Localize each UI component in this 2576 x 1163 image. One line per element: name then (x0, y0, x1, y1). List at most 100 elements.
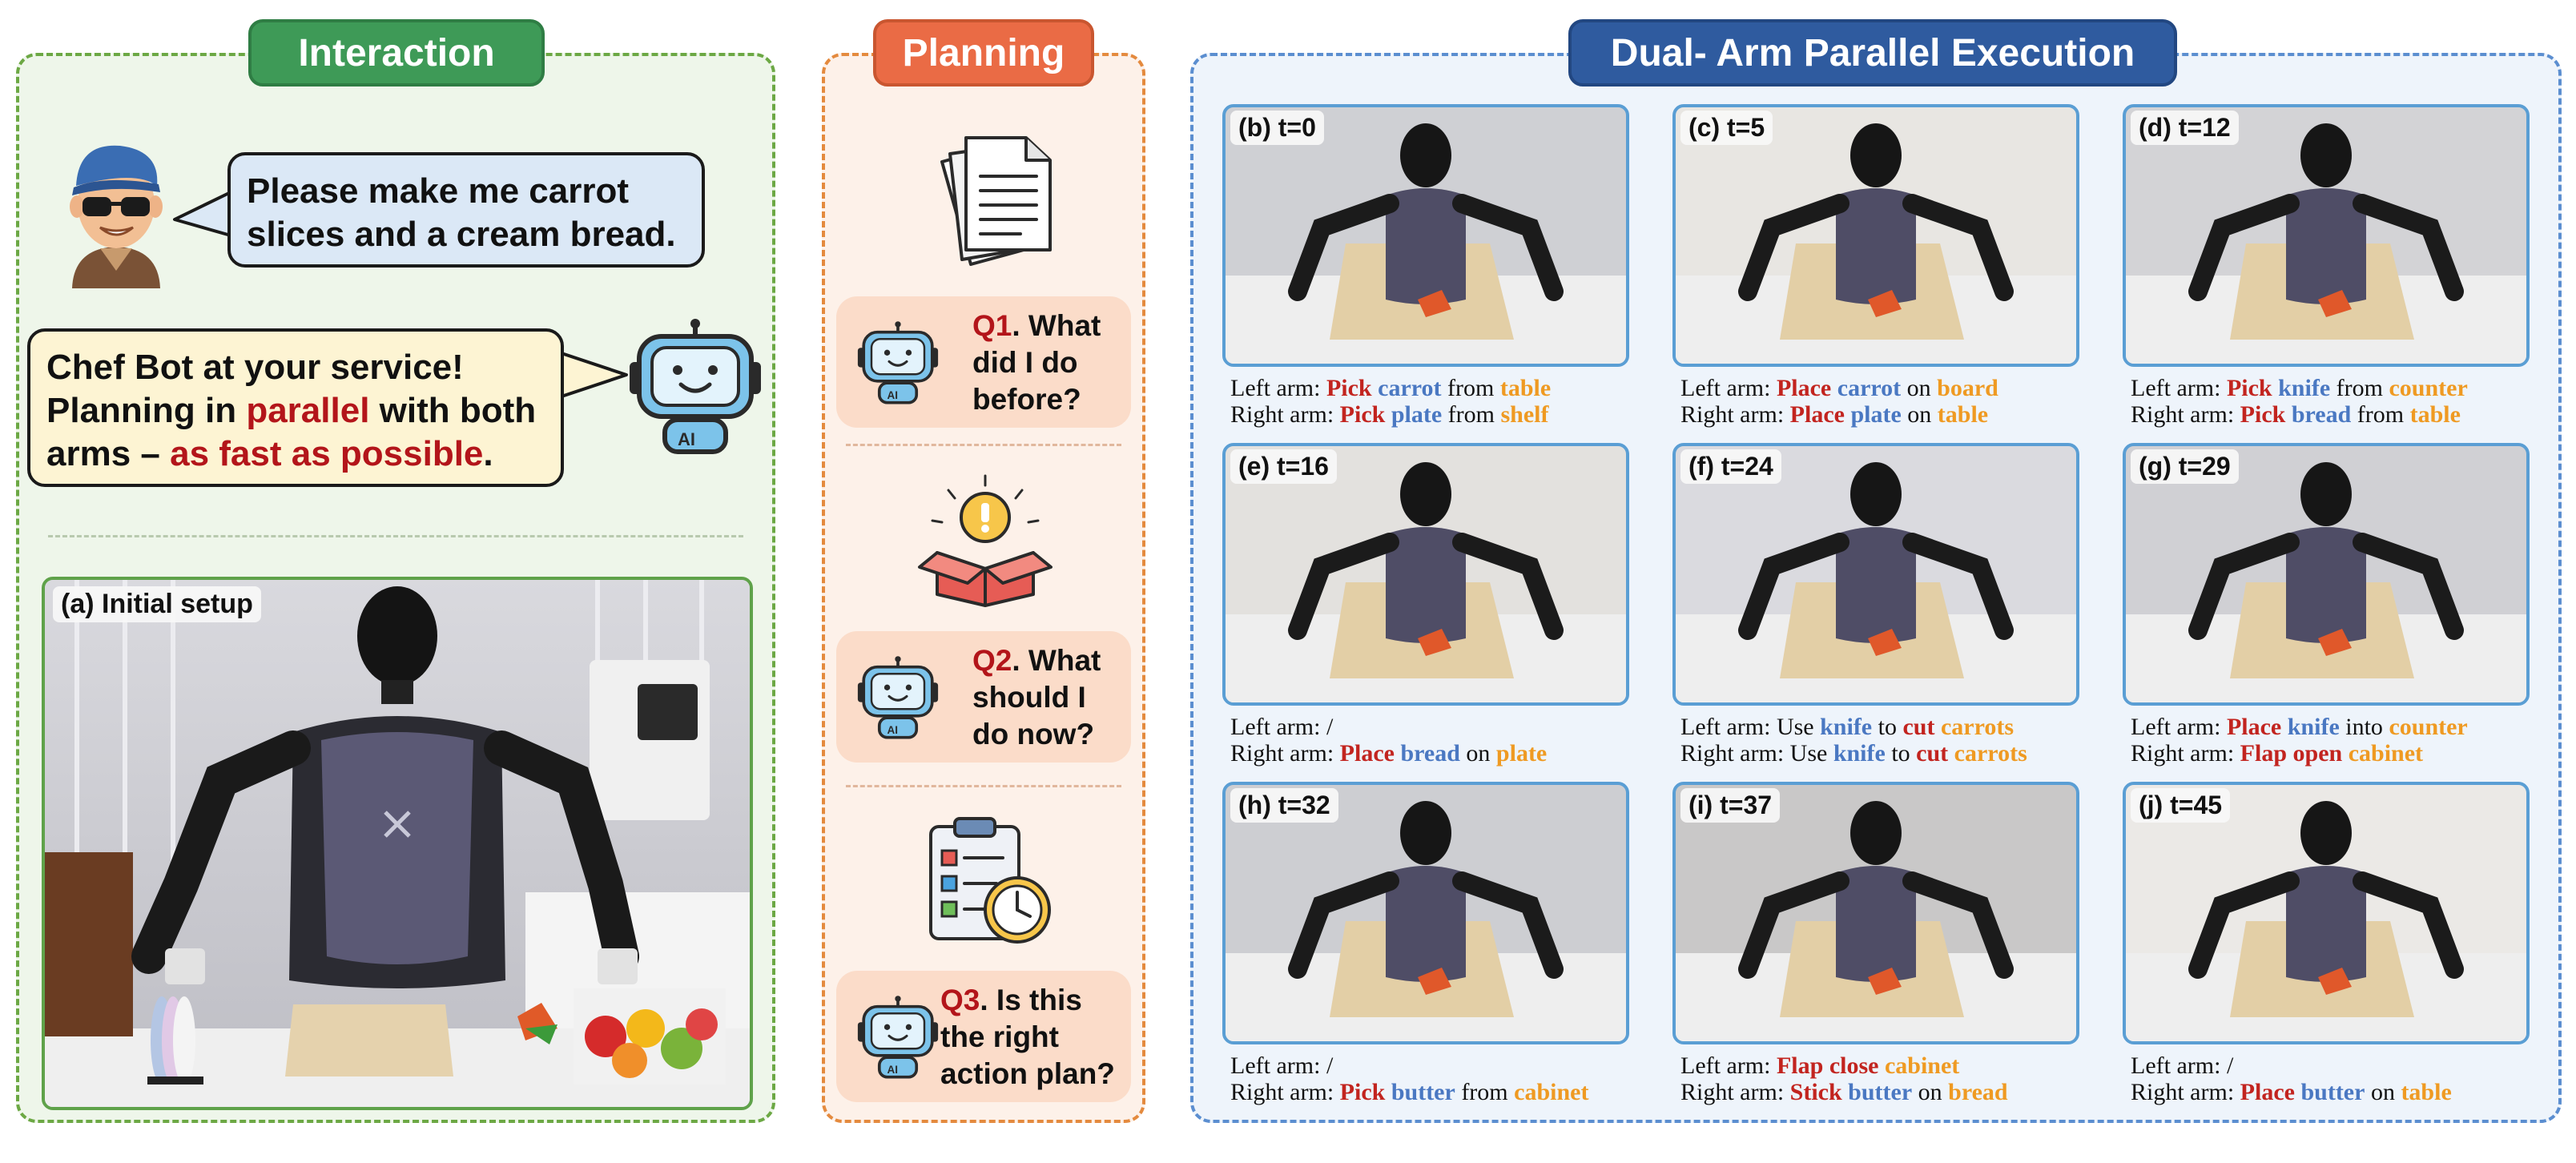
caption-text: on (1912, 1079, 1949, 1105)
question-line: should I (972, 681, 1086, 714)
left-arm-caption: Left arm: Place knife into counter (2131, 714, 2468, 740)
execution-frame-photo: (j) t=45 (2123, 782, 2530, 1044)
question-line: Q2. What (972, 642, 1101, 679)
caption-text (2342, 740, 2349, 767)
object-word: butter (1391, 1079, 1455, 1105)
caption-text (1948, 740, 1954, 767)
question-text: . Is this (980, 984, 1082, 1016)
action-word: Place (2240, 1079, 2295, 1105)
left-arm-caption: Left arm: / (1230, 1052, 1588, 1079)
object-word: plate (1850, 401, 1902, 428)
action-word: Place (1789, 401, 1845, 428)
execution-frame-photo: (h) t=32 (1222, 782, 1629, 1044)
arm-prefix: Left arm: (2131, 375, 2227, 401)
action-word: Flap (1776, 1052, 1824, 1079)
action-word: Place (1776, 375, 1832, 401)
action-word: open (2292, 740, 2343, 767)
left-arm-caption: Left arm: Use knife to cut carrots (1680, 714, 2027, 740)
frame-scene (2126, 123, 2526, 364)
action-word: close (1829, 1052, 1879, 1079)
caption-text: to (1872, 714, 1903, 740)
robot-assistant-icon: AI (857, 996, 939, 1079)
caption-text: Use (1776, 714, 1821, 740)
bot-text: Planning in (46, 391, 247, 430)
question-line: action plan? (940, 1057, 1115, 1090)
initial-setup-label: (a) Initial setup (53, 586, 261, 622)
frame-label: (f) t=24 (1680, 449, 1781, 484)
execution-frame-photo: (c) t=5 (1672, 104, 2079, 367)
arm-prefix: Left arm: (2131, 714, 2227, 740)
question-2-text: Q2. What should I do now? (972, 642, 1101, 753)
arm-prefix: Right arm: (1680, 1079, 1790, 1105)
bot-emphasis: as fast as possible (170, 434, 484, 473)
frame-caption: Left arm: /Right arm: Pick butter from c… (1230, 1052, 1588, 1105)
idea-box-icon (918, 474, 1053, 607)
right-arm-caption: Right arm: Place plate on table (1680, 401, 1998, 428)
location-word: bread (1948, 1079, 2008, 1105)
action-word: Place (1339, 740, 1395, 767)
frame-label: (h) t=32 (1230, 788, 1338, 823)
arm-prefix: Left arm: (1230, 1052, 1326, 1079)
right-arm-caption: Right arm: Pick butter from cabinet (1230, 1079, 1588, 1105)
frame-label: (i) t=37 (1680, 788, 1781, 823)
action-word: Pick (1339, 1079, 1386, 1105)
left-arm-caption: Left arm: / (2131, 1052, 2452, 1079)
left-arm-caption: Left arm: Flap close cabinet (1680, 1052, 2008, 1079)
object-word: butter (1848, 1079, 1913, 1105)
question-line: did I do (972, 346, 1078, 379)
arm-prefix: Right arm: (1680, 401, 1790, 428)
caption-text: on (1901, 375, 1938, 401)
caption-text (1385, 1079, 1391, 1105)
question-number: Q2 (972, 644, 1012, 677)
arm-prefix: Left arm: (2131, 1052, 2227, 1079)
initial-setup-scene (45, 580, 750, 1107)
frame-scene (1676, 462, 2076, 702)
arm-prefix: Left arm: (1680, 375, 1777, 401)
user-message-line-1: Please make me carrot (247, 171, 629, 211)
robot-assistant-icon: AI (630, 319, 761, 454)
frame-label: (j) t=45 (2131, 788, 2231, 823)
frame-label: (d) t=12 (2131, 111, 2239, 145)
right-arm-caption: Right arm: Place butter on table (2131, 1079, 2452, 1105)
arm-prefix: Right arm: (2131, 740, 2240, 767)
execution-frame-photo: (g) t=29 (2123, 443, 2530, 706)
action-word: Stick (1789, 1079, 1842, 1105)
checklist-clock-icon (929, 817, 1051, 944)
frame-scene (1226, 462, 1626, 702)
bot-message-bubble: Chef Bot at your service! Planning in pa… (27, 328, 564, 487)
action-word: cut (1916, 740, 1949, 767)
caption-text: from (1442, 401, 1501, 428)
right-arm-caption: Right arm: Stick butter on bread (1680, 1079, 2008, 1105)
location-word: plate (1495, 740, 1548, 767)
arm-prefix: Right arm: (1230, 401, 1340, 428)
question-text: . What (1012, 309, 1101, 342)
action-word: Pick (1339, 401, 1386, 428)
caption-text (1385, 401, 1391, 428)
arm-prefix: Left arm: (1230, 714, 1326, 740)
frame-scene (1226, 801, 1626, 1041)
question-line: Q3. Is this (940, 982, 1115, 1019)
caption-text (2287, 740, 2293, 767)
frame-label: (g) t=29 (2131, 449, 2239, 484)
caption-text: on (1459, 740, 1496, 767)
bot-message-line-1: Chef Bot at your service! (46, 348, 464, 387)
planning-divider (846, 785, 1121, 787)
planning-question-2: AI Q2. What should I do now? (836, 631, 1131, 763)
left-arm-caption: Left arm: / (1230, 714, 1547, 740)
caption-text: Use (1789, 740, 1833, 767)
question-line: the right (940, 1020, 1059, 1053)
object-word: bread (2291, 401, 2352, 428)
object-word: knife (2287, 714, 2340, 740)
question-number: Q1 (972, 309, 1012, 342)
caption-text: / (1326, 714, 1334, 740)
arm-prefix: Left arm: (1680, 714, 1777, 740)
location-word: counter (2389, 714, 2468, 740)
documents-icon (940, 136, 1052, 266)
right-arm-caption: Right arm: Flap open cabinet (2131, 740, 2468, 767)
caption-text (2285, 401, 2292, 428)
frame-scene (2126, 462, 2526, 702)
question-line: before? (972, 383, 1081, 416)
